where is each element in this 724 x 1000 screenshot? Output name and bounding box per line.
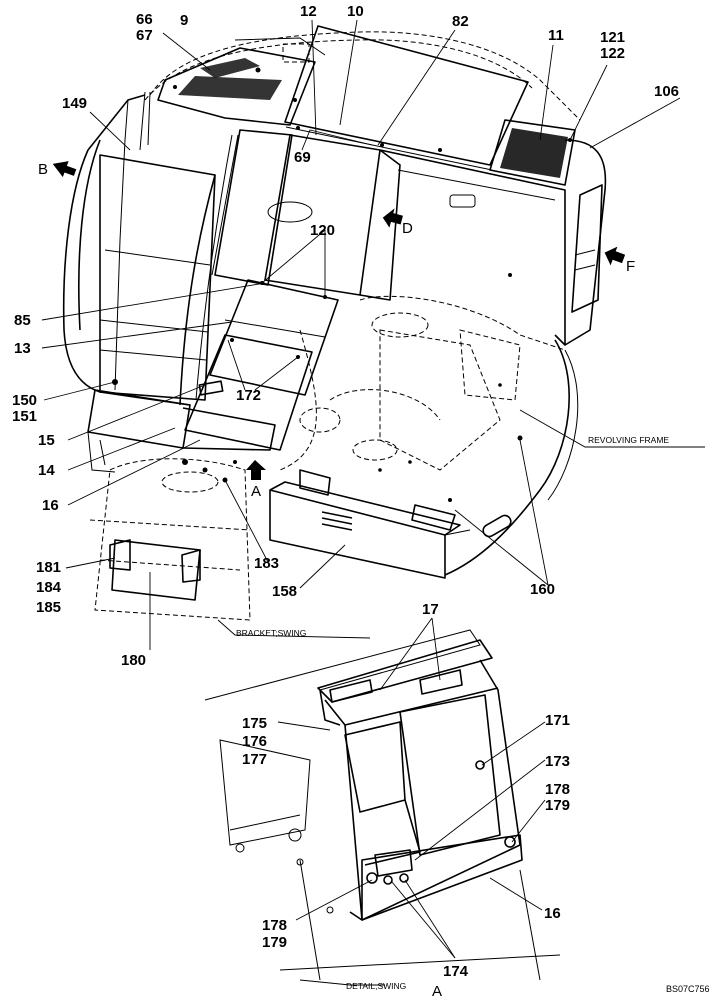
callout-69: 69	[294, 149, 311, 166]
note-bracket-swing: BRACKET;SWING	[236, 628, 306, 638]
leader-lines	[41, 19, 705, 986]
callout-labels: 66 67 9 12 10 82 11 121 122 106 149 69 1…	[12, 3, 679, 980]
note-detail-swing: DETAIL;SWING	[346, 981, 406, 991]
callout-151: 151	[12, 408, 37, 425]
detail-swing-drawing	[204, 629, 561, 981]
callout-172: 172	[236, 387, 261, 404]
callout-67: 67	[136, 27, 153, 44]
view-arrow-d: D	[382, 208, 413, 237]
callout-171: 171	[545, 712, 570, 729]
view-arrow-f: F	[604, 246, 635, 275]
callout-181: 181	[36, 559, 61, 576]
callout-16-upper: 16	[42, 497, 59, 514]
callout-158: 158	[272, 583, 297, 600]
callout-175: 175	[242, 715, 267, 732]
callout-173: 173	[545, 753, 570, 770]
callout-120: 120	[310, 222, 335, 239]
callout-174: 174	[443, 963, 469, 980]
callout-184: 184	[36, 579, 62, 596]
callout-13: 13	[14, 340, 31, 357]
callout-180: 180	[121, 652, 146, 669]
view-label-f: F	[626, 258, 635, 275]
callout-178-right: 178	[545, 781, 570, 798]
callout-150: 150	[12, 392, 37, 409]
callout-12: 12	[300, 3, 317, 20]
callout-85: 85	[14, 312, 31, 329]
note-revolving-frame: REVOLVING FRAME	[588, 435, 669, 445]
callout-183: 183	[254, 555, 279, 572]
callout-176: 176	[242, 733, 267, 750]
upper-structure-drawing	[62, 25, 607, 621]
callout-10: 10	[347, 3, 364, 20]
callout-15: 15	[38, 432, 55, 449]
vent-grille-left	[178, 58, 282, 100]
drawing-reference: BS07C756	[666, 984, 710, 994]
callout-82: 82	[452, 13, 469, 30]
callout-179-left: 179	[262, 934, 287, 951]
callout-160: 160	[530, 581, 555, 598]
callout-178-left: 178	[262, 917, 287, 934]
view-label-a: A	[251, 483, 261, 500]
callout-17: 17	[422, 601, 439, 618]
callout-16-detail: 16	[544, 905, 561, 922]
view-label-b: B	[38, 161, 48, 178]
callout-11: 11	[548, 27, 564, 44]
callout-9: 9	[180, 12, 188, 29]
callout-121: 121	[600, 29, 625, 46]
callout-122: 122	[600, 45, 625, 62]
view-arrow-b: B	[38, 161, 77, 178]
callout-66: 66	[136, 11, 153, 28]
callout-14: 14	[38, 462, 55, 479]
callout-177: 177	[242, 751, 267, 768]
callout-185: 185	[36, 599, 61, 616]
callout-106: 106	[654, 83, 679, 100]
callout-179-right: 179	[545, 797, 570, 814]
view-arrow-a: A	[246, 460, 266, 500]
view-label-a-detail: A	[432, 983, 442, 1000]
view-label-d: D	[402, 220, 413, 237]
callout-149: 149	[62, 95, 87, 112]
